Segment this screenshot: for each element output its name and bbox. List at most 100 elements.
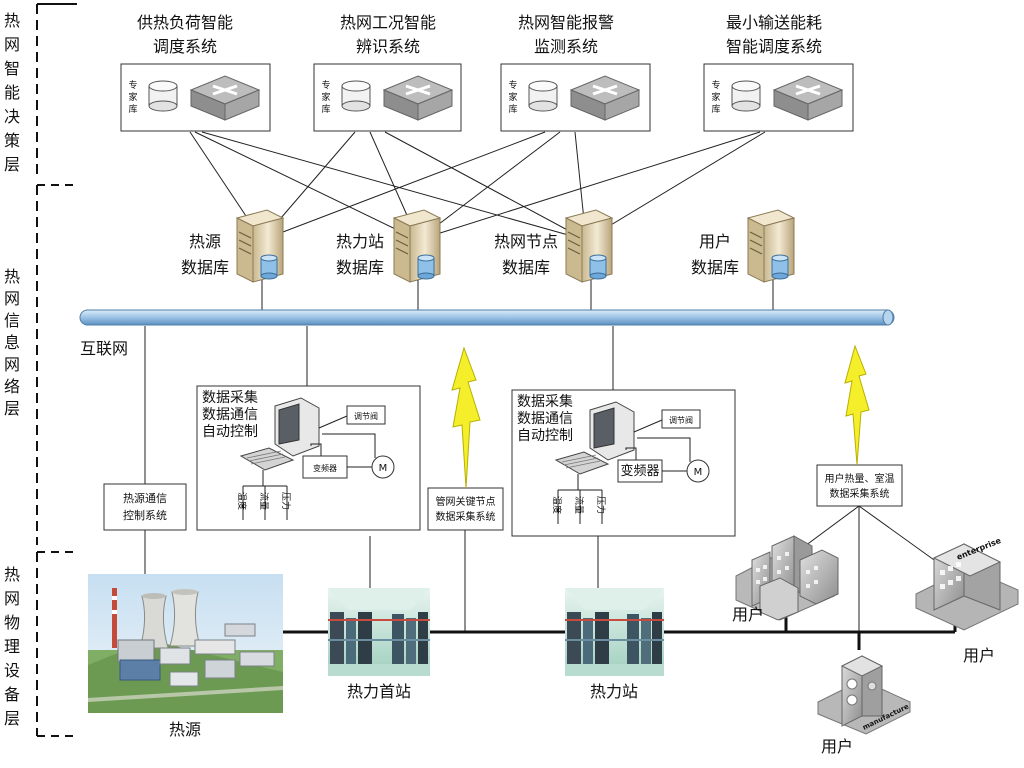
layer-label-physical-char: 设 (4, 661, 20, 680)
expert-library-label: 库 (128, 103, 137, 115)
sensor-label: 流量 (258, 492, 270, 510)
layer-label-decision-char: 决 (4, 107, 20, 126)
heat-station-label: 热力站 (590, 682, 638, 701)
database-label: 热力站 (336, 232, 384, 251)
network-switch-icon (382, 75, 454, 121)
user-label-b: 用户 (963, 646, 995, 665)
expert-library-label: 库 (321, 103, 330, 115)
database-cylinder-icon (528, 80, 558, 112)
database-label: 热网节点 (494, 232, 558, 251)
decision-system-title: 监测系统 (534, 37, 598, 56)
layer-label-decision-char: 能 (4, 83, 20, 102)
layer-label-decision-char: 策 (4, 131, 20, 150)
motor-label: M (694, 467, 703, 478)
heat-source-plant-image (87, 574, 284, 713)
pipe-down-links (144, 326, 614, 484)
motor-label: M (379, 463, 388, 474)
database-cylinder-icon (771, 254, 789, 280)
database-cylinder-icon (148, 80, 178, 112)
decision-system-title: 热网工况智能 (340, 13, 436, 32)
user-label-c: 用户 (821, 737, 853, 756)
database-label: 用户 (699, 232, 731, 251)
svg-text:管网关键节点: 管网关键节点 (436, 495, 496, 508)
expert-library-label: 库 (711, 103, 720, 115)
database-cylinder-icon (731, 80, 761, 112)
db-pipe-links (261, 280, 774, 311)
sensor-label: 流量 (573, 496, 585, 514)
sensor-label: 温度 (236, 492, 248, 510)
valve-box (661, 409, 701, 429)
layer-label-network-char: 网 (4, 355, 20, 374)
expert-library-label: 库 (508, 103, 517, 115)
sensor-label: 温度 (551, 496, 563, 514)
expert-library-label: 家 (321, 91, 330, 103)
layer-brackets (36, 3, 77, 737)
database-label: 数据库 (336, 258, 384, 277)
expert-library-label: 专 (128, 79, 137, 91)
first-station-label: 热力首站 (347, 682, 411, 701)
internet-label: 互联网 (80, 339, 128, 358)
heat-station-image (565, 588, 664, 676)
computer-icon (239, 397, 320, 471)
layer-label-physical-char: 理 (4, 637, 20, 656)
decision-database-links (189, 131, 766, 241)
layer-label-network-char: 层 (4, 399, 20, 418)
vfd-label: 变频器 (620, 463, 659, 479)
station-function-label: 数据通信 (517, 411, 573, 427)
decision-system-title: 最小输送能耗 (726, 13, 822, 32)
user-label-a: 用户 (732, 605, 764, 624)
enterprise-building-icon: enterprise (915, 536, 1019, 631)
database-label: 数据库 (691, 258, 739, 277)
motor-icon (371, 455, 395, 479)
station-function-label: 数据采集 (202, 389, 258, 406)
database-cylinder-icon (589, 254, 607, 280)
layer-label-network-char: 信 (4, 311, 20, 330)
server-icon (746, 209, 796, 283)
database-cylinder-icon (417, 254, 435, 280)
first-heat-station-image (328, 588, 430, 676)
internet-pipe (79, 309, 895, 326)
decision-systems: 供热负荷智能调度系统专家库热网工况智能辨识系统专家库热网智能报警监测系统专家库最… (120, 13, 854, 132)
expert-library-label: 专 (508, 79, 517, 91)
network-switch-icon (772, 75, 844, 121)
layer-label-decision-char: 层 (4, 155, 20, 174)
database-label: 数据库 (502, 258, 550, 277)
layer-label-physical-char: 备 (4, 685, 20, 704)
layer-label-decision-char: 热 (4, 11, 20, 30)
layer-label-network-char: 热 (4, 267, 20, 286)
station-function-label: 自动控制 (202, 424, 258, 440)
valve-label: 调节阀 (354, 412, 378, 421)
heat-source-label: 热源 (169, 720, 201, 739)
sensor-label: 压力 (280, 492, 292, 510)
database-label: 热源 (189, 232, 221, 251)
layer-label-network-char: 网 (4, 289, 20, 308)
svg-text:数据采集系统: 数据采集系统 (436, 510, 496, 523)
station-function-label: 自动控制 (517, 428, 573, 444)
layer-label-network-char: 络 (4, 377, 20, 396)
valve-label: 调节阀 (669, 416, 693, 425)
database-label: 数据库 (181, 258, 229, 277)
station-function-label: 数据采集 (517, 393, 573, 410)
station-function-label: 数据通信 (202, 407, 258, 423)
computer-icon (554, 401, 635, 475)
layer-label-decision-char: 智 (4, 59, 20, 78)
decision-system-title: 热网智能报警 (518, 13, 614, 32)
vfd-label: 变频器 (313, 463, 337, 473)
valve-box (346, 405, 386, 425)
svg-text:数据采集系统: 数据采集系统 (830, 487, 890, 500)
svg-text:用户热量、室温: 用户热量、室温 (825, 472, 895, 485)
wireless-lightning-icon (451, 346, 481, 489)
station-control-box-1: 数据采集数据通信自动控制 调节阀变频器 M 温度流量压力 (196, 385, 421, 531)
manufacture-building-icon: manufacture (817, 655, 911, 735)
